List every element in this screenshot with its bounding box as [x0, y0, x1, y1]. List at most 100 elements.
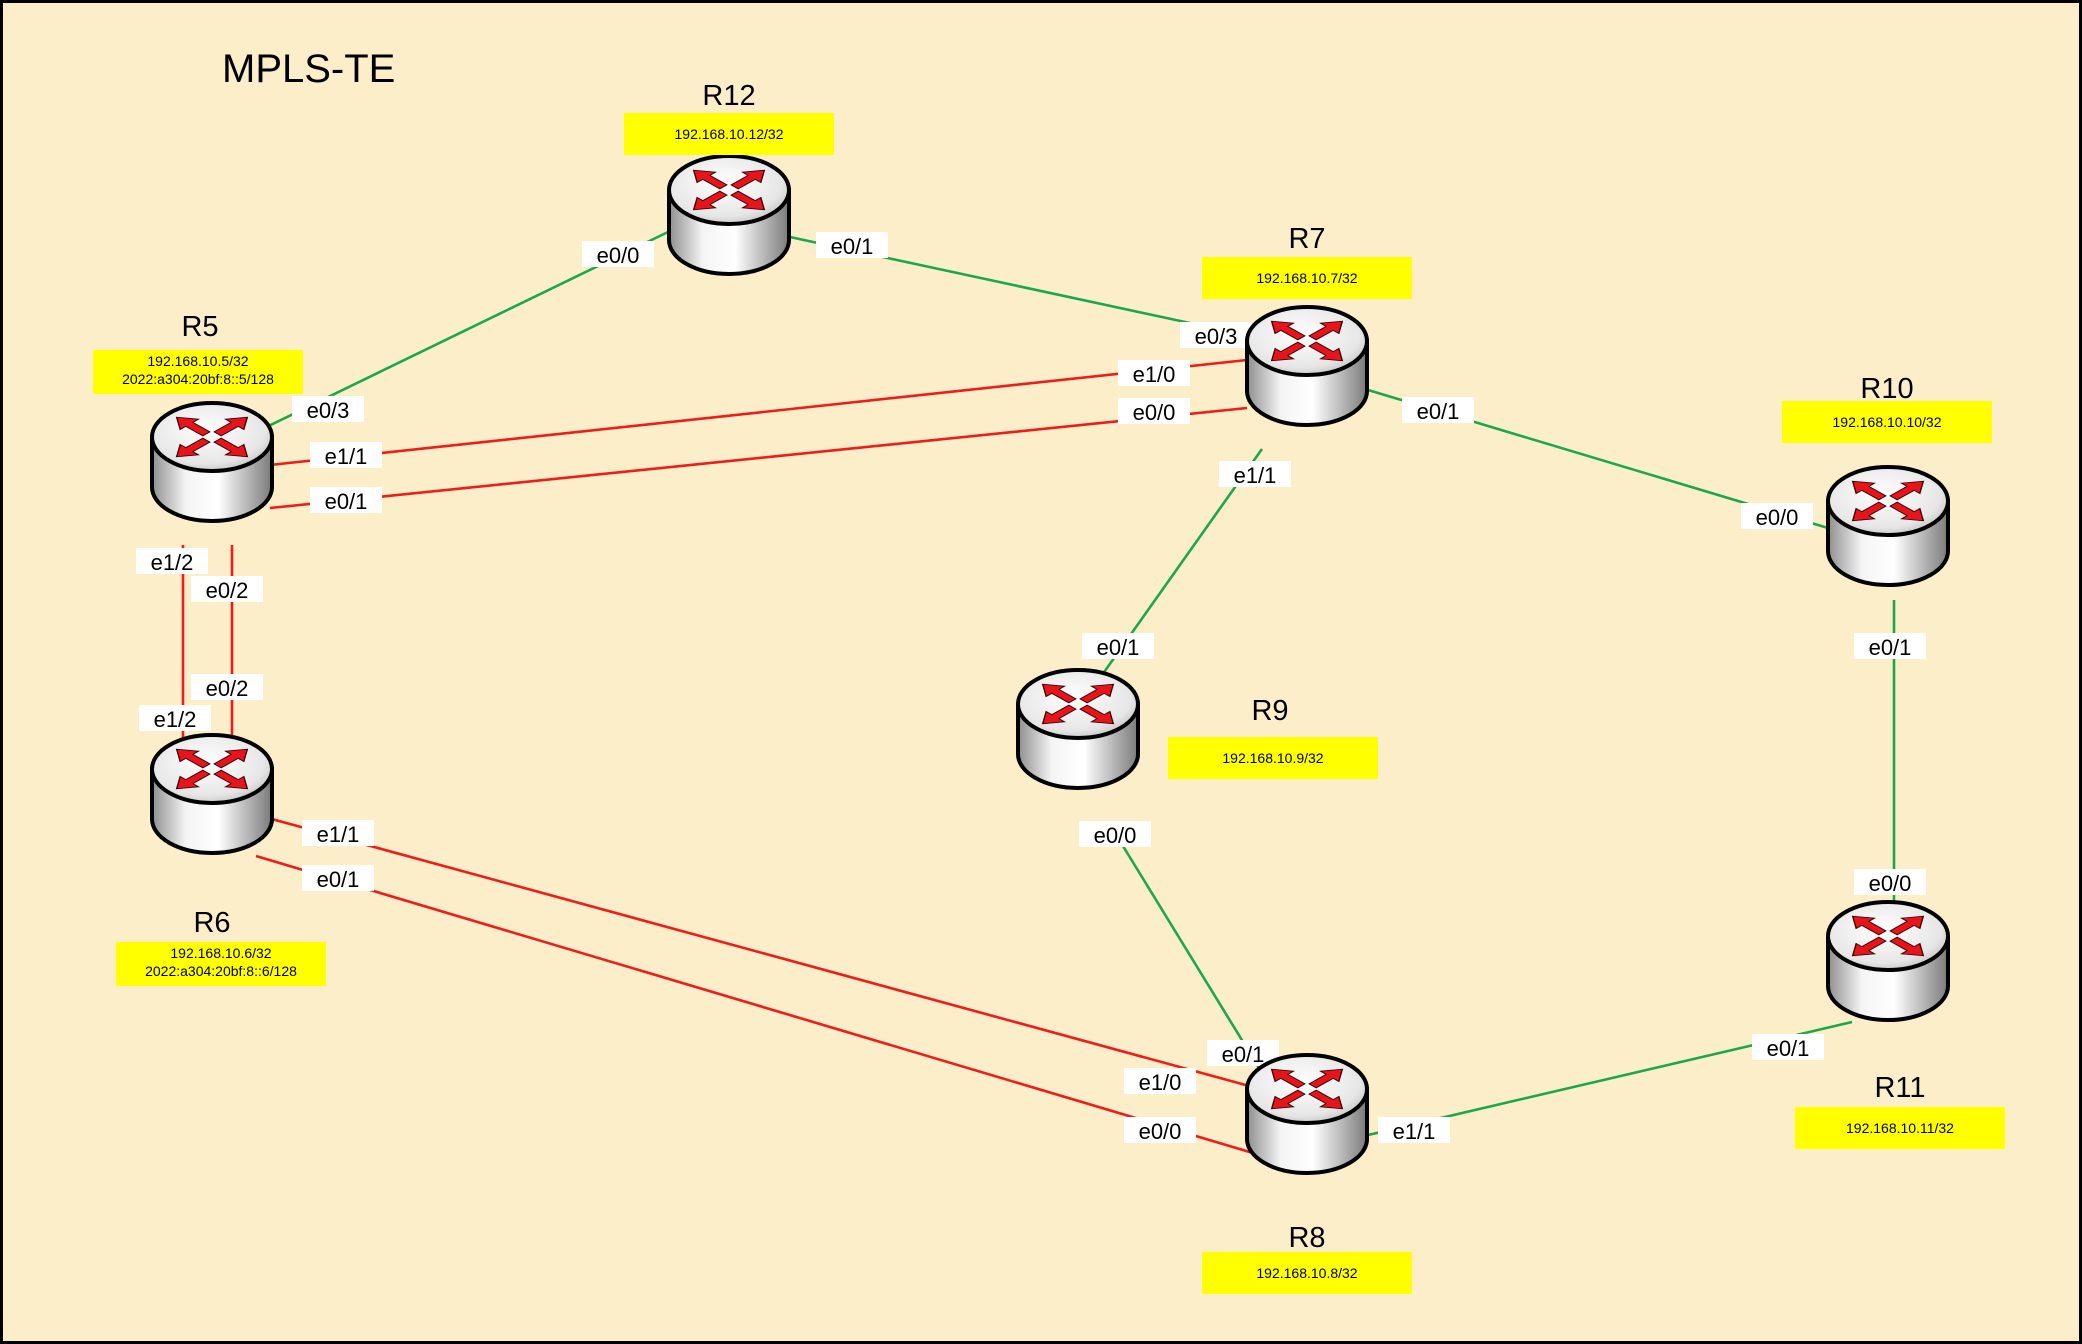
router-r6[interactable]: [150, 733, 274, 855]
interface-label-r6: e0/1: [302, 865, 374, 892]
router-r7[interactable]: [1245, 305, 1369, 427]
address-text-r11: 192.168.10.11/32: [1846, 1120, 1954, 1136]
interface-label-r11-text: e0/0: [1869, 871, 1912, 896]
interface-label-r7-text: e1/1: [1234, 463, 1277, 488]
interface-label-r5: e0/3: [292, 396, 364, 423]
interface-label-r9-text: e0/1: [1097, 635, 1140, 660]
interface-label-r8: e1/1: [1378, 1117, 1450, 1144]
router-r11[interactable]: [1826, 900, 1950, 1022]
address-box-r9: 192.168.10.9/32: [1168, 737, 1378, 779]
router-r10[interactable]: [1826, 465, 1950, 587]
address-box-r10: 192.168.10.10/32: [1782, 401, 1992, 443]
address-text-r8: 192.168.10.8/32: [1256, 1265, 1357, 1281]
address-text-r7: 192.168.10.7/32: [1256, 270, 1357, 286]
interface-labels-layer: e0/3 e0/0 e0/1 e0/3 e1/1 e1/0 e0/1 e0/0 e0/1 e0/0…: [136, 232, 1926, 1144]
router-icon: [150, 401, 274, 523]
interface-label-r10: e0/1: [1854, 633, 1926, 660]
interface-label-r6: e1/2: [139, 705, 211, 732]
address-box-r12: 192.168.10.12/32: [624, 113, 834, 155]
router-name-r8: R8: [1288, 1222, 1325, 1254]
address-text-r5: 192.168.10.5/32: [147, 353, 248, 369]
router-icon: [1245, 1053, 1369, 1175]
address-text-r9: 192.168.10.9/32: [1222, 750, 1323, 766]
router-name-r11: R11: [1874, 1072, 1925, 1104]
interface-label-r8-text: e1/1: [1393, 1119, 1436, 1144]
interface-label-r5: e1/2: [136, 548, 208, 575]
interface-label-r10-text: e0/0: [1756, 505, 1799, 530]
router-icon: [1016, 668, 1140, 790]
router-icon: [1245, 305, 1369, 427]
router-r9[interactable]: [1016, 668, 1140, 790]
interface-label-r7: e0/0: [1118, 398, 1190, 425]
address-text-r10: 192.168.10.10/32: [1833, 414, 1942, 430]
router-name-r12: R12: [702, 80, 755, 112]
link-r5-r7-te: [269, 358, 1248, 467]
interface-label-r12-text: e0/0: [597, 243, 640, 268]
router-icon: [1826, 900, 1950, 1022]
interface-label-r5-text: e0/2: [206, 578, 249, 603]
interface-label-r10-text: e0/1: [1869, 635, 1912, 660]
interface-label-r6-text: e1/1: [317, 822, 360, 847]
interface-label-r6-text: e0/2: [206, 676, 249, 701]
address-text-r6: 2022:a304:20bf:8::6/128: [145, 963, 297, 979]
router-name-r9: R9: [1251, 695, 1288, 727]
router-icon: [667, 154, 791, 276]
link-r5-r7-te: [269, 406, 1248, 510]
interface-label-r11-text: e0/1: [1767, 1036, 1810, 1061]
router-r12[interactable]: [667, 154, 791, 276]
interface-label-r12-text: e0/1: [831, 234, 874, 259]
interface-label-r8-text: e0/0: [1139, 1119, 1182, 1144]
interface-label-r7: e0/1: [1402, 397, 1474, 424]
interface-label-r9: e0/0: [1079, 821, 1151, 848]
interface-label-r5-text: e1/1: [325, 444, 368, 469]
address-box-r8: 192.168.10.8/32: [1202, 1252, 1412, 1294]
interface-label-r6: e1/1: [302, 820, 374, 847]
interface-label-r8: e0/0: [1124, 1117, 1196, 1144]
interface-label-r5-text: e0/3: [307, 398, 350, 423]
interface-label-r7-text: e0/1: [1417, 399, 1460, 424]
address-text-r12: 192.168.10.12/32: [675, 126, 784, 142]
interface-label-r5-text: e0/1: [325, 489, 368, 514]
interface-label-r5: e1/1: [310, 442, 382, 469]
router-name-r7: R7: [1288, 223, 1325, 255]
interface-label-r6-text: e1/2: [154, 707, 197, 732]
router-icon: [150, 733, 274, 855]
address-text-r6: 192.168.10.6/32: [170, 945, 271, 961]
interface-label-r5-text: e1/2: [151, 550, 194, 575]
router-r8[interactable]: [1245, 1053, 1369, 1175]
router-name-r10: R10: [1860, 373, 1913, 405]
router-name-r6: R6: [193, 907, 230, 939]
diagram-title: MPLS-TE: [222, 47, 395, 91]
router-name-r5: R5: [181, 311, 218, 343]
interface-label-r7-text: e0/3: [1195, 324, 1238, 349]
interface-label-r9: e0/1: [1082, 633, 1154, 660]
interface-label-r5: e0/1: [310, 487, 382, 514]
interface-label-r6-text: e0/1: [317, 867, 360, 892]
interface-label-r12: e0/0: [582, 241, 654, 268]
interface-label-r11: e0/1: [1752, 1034, 1824, 1061]
link-r6-r8-te: [255, 854, 1254, 1155]
interface-label-r7: e1/0: [1118, 360, 1190, 387]
interface-label-r6: e0/2: [191, 674, 263, 701]
router-icon: [1826, 465, 1950, 587]
interface-label-r8-text: e1/0: [1139, 1070, 1182, 1095]
interface-label-r7: e0/3: [1180, 322, 1252, 349]
interface-label-r12: e0/1: [816, 232, 888, 259]
interface-label-r8: e1/0: [1124, 1068, 1196, 1095]
interface-label-r7-text: e1/0: [1133, 362, 1176, 387]
interface-label-r9-text: e0/0: [1094, 823, 1137, 848]
interface-label-r7: e1/1: [1219, 461, 1291, 488]
interface-label-r10: e0/0: [1741, 503, 1813, 530]
interface-label-r5: e0/2: [191, 576, 263, 603]
interface-label-r8-text: e0/1: [1222, 1042, 1265, 1067]
address-box-r11: 192.168.10.11/32: [1795, 1107, 2005, 1149]
address-text-r5: 2022:a304:20bf:8::5/128: [122, 371, 274, 387]
link-r6-r8-te: [267, 816, 1254, 1089]
interface-label-r11: e0/0: [1854, 869, 1926, 896]
router-r5[interactable]: [150, 401, 274, 523]
